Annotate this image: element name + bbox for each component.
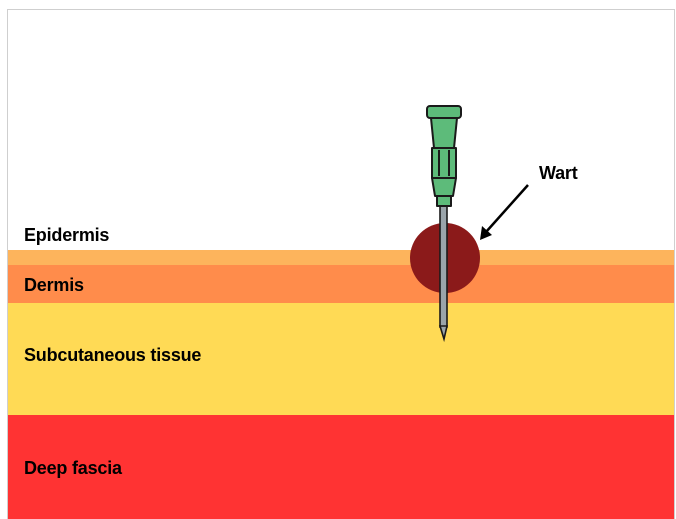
epidermis-label: Epidermis <box>24 225 109 246</box>
needle-shaft <box>440 205 447 339</box>
needle-hub <box>427 106 461 206</box>
wart-arrow <box>480 185 528 240</box>
wart-label: Wart <box>539 163 578 184</box>
dermis-label: Dermis <box>24 275 84 296</box>
subcutaneous-tissue-label: Subcutaneous tissue <box>24 345 201 366</box>
deep-fascia-label: Deep fascia <box>24 458 122 479</box>
diagram-frame: Epidermis Dermis Subcutaneous tissue Dee… <box>7 9 675 519</box>
needle-and-wart-illustration <box>8 10 675 519</box>
